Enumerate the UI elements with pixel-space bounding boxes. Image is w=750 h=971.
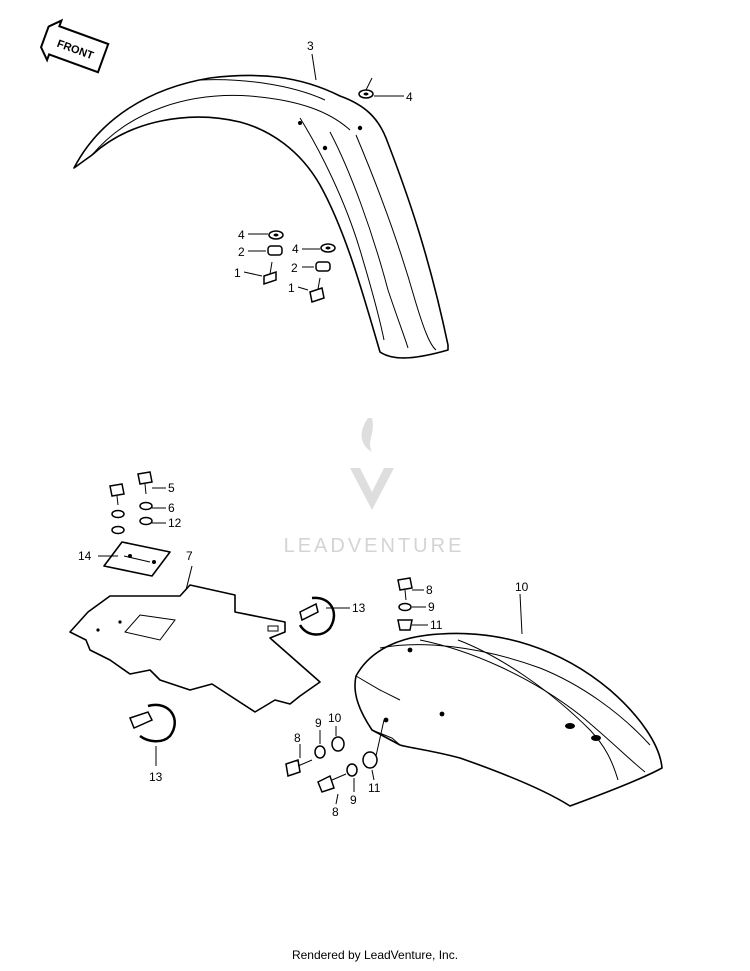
grommet-icon — [397, 619, 413, 631]
callout-11: 11 — [368, 781, 381, 795]
bolt-head-icon — [397, 577, 413, 591]
watermark-text: LEADVENTURE — [284, 535, 465, 557]
callout-6: 6 — [168, 501, 175, 515]
bolt-head-icon — [109, 483, 125, 497]
callout-9: 9 — [315, 716, 322, 730]
leader-lines — [98, 53, 523, 805]
bolt-head-icon — [263, 270, 277, 286]
callout-2: 2 — [291, 261, 298, 275]
bracket — [103, 541, 171, 577]
bolt-head-icon — [317, 774, 335, 793]
callout-9: 9 — [428, 600, 435, 614]
front-fender — [73, 74, 449, 359]
washer-icon — [139, 501, 153, 511]
callout-10: 10 — [328, 711, 342, 725]
front-direction-badge: FRONT — [39, 18, 110, 74]
clamp-upper — [298, 596, 336, 636]
callout-3: 3 — [307, 39, 314, 53]
callout-13: 13 — [352, 601, 366, 615]
callout-4: 4 — [406, 90, 413, 104]
callout-1: 1 — [234, 266, 241, 280]
v-logo-icon — [350, 468, 394, 510]
callout-labels: 3 4 4 2 1 4 2 1 5 6 12 14 7 13 13 10 8 9… — [78, 39, 529, 819]
bolt-head-icon — [137, 471, 153, 485]
callout-2: 2 — [238, 245, 245, 259]
callout-9: 9 — [350, 793, 357, 807]
bolt-head-icon — [309, 287, 325, 303]
callout-8: 8 — [332, 805, 339, 819]
footer-credit: Rendered by LeadVenture, Inc. — [291, 948, 459, 962]
callout-8: 8 — [294, 731, 301, 745]
leadventure-watermark: LEADVENTURE — [284, 418, 465, 557]
callout-4: 4 — [292, 242, 299, 256]
callout-1: 1 — [288, 281, 295, 295]
callout-11: 11 — [430, 618, 443, 632]
collar-icon — [267, 245, 283, 256]
rear-fender — [354, 632, 663, 807]
callout-8: 8 — [426, 583, 433, 597]
callout-10: 10 — [515, 580, 529, 594]
nut-icon — [139, 516, 153, 526]
callout-13: 13 — [149, 770, 163, 784]
bolt-head-icon — [285, 759, 301, 777]
callout-14: 14 — [78, 549, 92, 563]
mud-flap — [69, 584, 321, 713]
front-fender-hardware — [263, 77, 374, 303]
clamp-lower — [129, 703, 176, 743]
grommet-icon — [331, 736, 345, 752]
callout-5: 5 — [168, 481, 175, 495]
callout-12: 12 — [168, 516, 182, 530]
washer-icon — [314, 745, 326, 759]
washer-icon — [346, 763, 358, 777]
collar-icon — [315, 261, 331, 272]
grommet-icon — [362, 751, 378, 769]
callout-4: 4 — [238, 228, 245, 242]
rear-fender-hardware — [285, 577, 413, 793]
flame-icon — [361, 418, 373, 452]
washer-icon — [398, 602, 412, 612]
callout-7: 7 — [186, 549, 193, 563]
flap-hardware — [109, 471, 153, 535]
